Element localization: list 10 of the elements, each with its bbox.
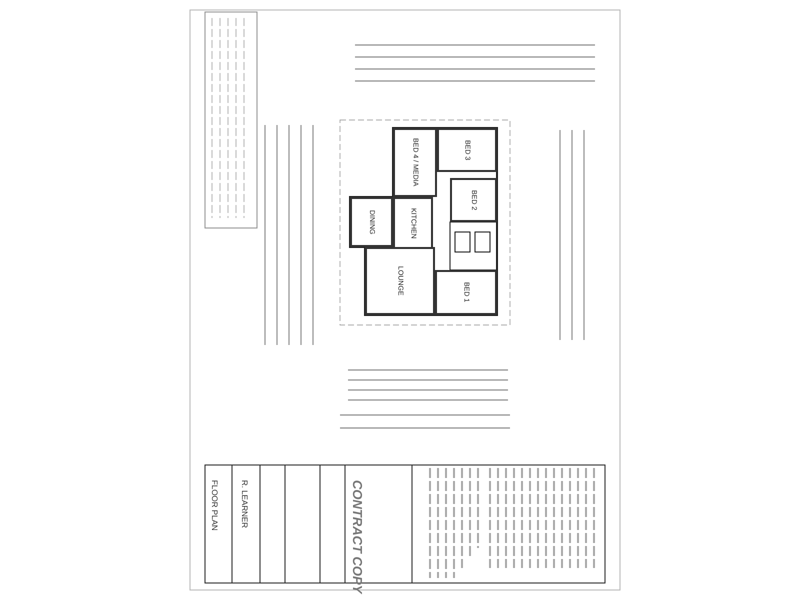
- drawing-title: FLOOR PLAN: [210, 480, 219, 531]
- room-area: [435, 270, 497, 315]
- room-area: [437, 128, 497, 172]
- client-name: R. LEARNER: [240, 480, 249, 528]
- room-area: [393, 197, 433, 250]
- room-area: [350, 197, 393, 247]
- room-area: [365, 247, 435, 315]
- stamp-text: CONTRACT COPY: [350, 480, 365, 594]
- room-area: [393, 128, 437, 197]
- room-area: [450, 178, 497, 222]
